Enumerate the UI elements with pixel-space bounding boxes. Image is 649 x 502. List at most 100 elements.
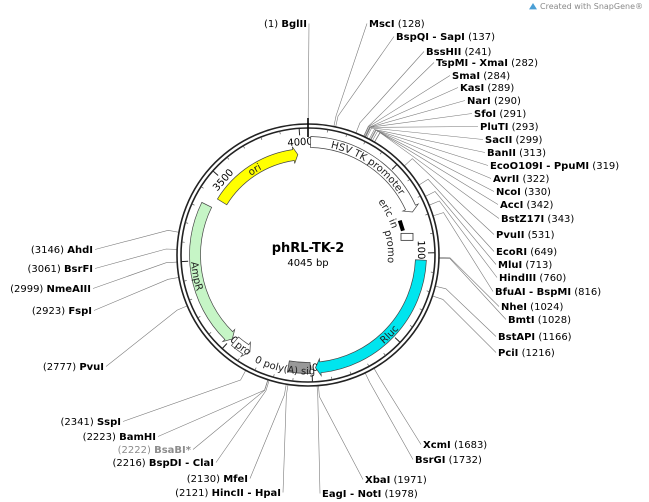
site-label[interactable]: HindIII (760) [499,273,566,284]
site-label[interactable]: NarI (290) [467,96,521,107]
plasmid-length: 4045 bp [287,258,328,269]
tick-label: 2000 [299,362,325,374]
site-position: (2999) [10,284,46,295]
site-leader [429,200,498,278]
site-leader [364,113,473,138]
site-label[interactable]: AvrII (322) [493,174,549,185]
site-label[interactable]: (3146) AhdI [31,245,93,256]
site-name: BstAPI [498,332,535,343]
site-name: BspQI - SapI [396,32,465,43]
site-label[interactable]: (2341) SspI [61,417,121,428]
site-position: (343) [544,214,574,225]
minor-tick [191,203,195,206]
site-position: (2341) [61,417,97,428]
feature-label-text: AmpR promoter [0,0,252,358]
site-label[interactable]: PciI (1216) [498,348,555,359]
site-label[interactable]: XcmI (1683) [423,440,487,451]
site-leader [374,132,500,219]
site-label[interactable]: MscI (128) [369,19,425,30]
feature-chimeric-intron[interactable]: chimeric intron [0,0,405,232]
site-label[interactable]: SmaI (284) [452,71,510,82]
major-tick [394,337,401,343]
site-leader [249,384,287,479]
site-label[interactable]: AccI (342) [500,200,553,211]
feature-rluc[interactable]: Rluc [315,259,427,378]
site-position: (713) [522,260,552,271]
site-name: MluI [498,260,522,271]
feature-ampr-promoter[interactable]: AmpR promoter [0,0,252,358]
site-leader [157,379,269,437]
site-label[interactable]: BfuAI - BspMI (816) [495,287,601,298]
feature-label-text: SV40 poly(A) signal [0,0,315,378]
site-leader [432,295,497,353]
site-position: (2216) [112,458,148,469]
site-label[interactable]: (2130) MfeI [187,474,248,485]
site-position: (2121) [175,488,211,499]
site-label[interactable]: BspQI - SapI (137) [396,32,495,43]
major-tick [391,164,398,170]
minor-tick [273,374,275,378]
tick-label: 1000 [415,240,426,266]
site-label[interactable]: PvuII (531) [496,230,555,241]
site-leader [435,285,497,337]
site-label[interactable]: (2216) BspDI - ClaI [112,458,214,469]
site-label[interactable]: BssHII (241) [426,47,492,58]
minor-tick [425,213,429,216]
site-label[interactable]: EcoO109I - PpuMI (319) [490,161,619,172]
minor-tick [345,133,348,138]
site-name: EcoRI [496,247,527,258]
site-label[interactable]: BstZ17I (343) [501,214,574,225]
site-label[interactable]: MluI (713) [498,260,552,271]
feature-sv40-polya-signal[interactable]: SV40 poly(A) signal [0,0,315,378]
site-name: XbaI [365,475,390,486]
site-label[interactable]: EcoRI (649) [496,247,557,258]
feature-label-text: chimeric intron [0,0,400,230]
site-label[interactable]: TspMI - XmaI (282) [436,58,538,69]
feature-ampr[interactable]: AmpR [188,201,236,343]
site-name: BamHI [119,432,156,443]
site-name: NmeAIII [47,284,91,295]
site-label[interactable]: BstAPI (1166) [498,332,572,343]
site-label[interactable]: BmtI (1028) [508,315,571,326]
site-label[interactable]: BsrGI (1732) [415,455,482,466]
site-label[interactable]: BanII (313) [487,148,546,159]
site-position: (1024) [527,302,564,313]
site-name: SfoI [474,109,496,120]
minor-tick [379,151,383,155]
site-label[interactable]: PluTI (293) [480,122,539,133]
site-position: (289) [484,83,514,94]
site-label[interactable]: SfoI (291) [474,109,526,120]
minor-tick [407,179,411,182]
site-label[interactable]: SacII (299) [485,135,542,146]
site-label[interactable]: (2222) BsaBI* [118,445,192,456]
site-label[interactable]: NcoI (330) [496,187,551,198]
minor-tick [197,316,201,319]
site-label[interactable]: KasI (289) [460,83,514,94]
site-name: XcmI [423,440,451,451]
site-position: (299) [512,135,542,146]
site-name: BanII [487,148,516,159]
site-position: (2223) [83,432,119,443]
snapgene-watermark: Created with SnapGene® [529,2,643,11]
site-label[interactable]: NheI (1024) [501,302,564,313]
site-label[interactable]: (2223) BamHI [83,432,156,443]
site-label[interactable]: EagI - NotI (1978) [322,489,418,500]
site-name: MfeI [223,474,248,485]
site-label[interactable]: (2121) HincII - HpaI [175,488,281,499]
site-position: (649) [527,247,557,258]
site-position: (137) [465,32,495,43]
site-label[interactable]: XbaI (1971) [365,475,427,486]
site-position: (322) [519,174,549,185]
site-leader [355,51,425,134]
feature-hsv-tk-promoter[interactable]: HSV TK promoter [310,136,420,214]
site-label[interactable]: (2777) PvuI [43,362,104,373]
site-leader [438,257,500,307]
site-name: BsrFI [64,264,93,275]
site-leader [418,178,495,252]
site-label[interactable]: (2923) FspI [32,306,92,317]
site-label[interactable]: (2999) NmeAIII [10,284,91,295]
site-name: HincII - HpaI [212,488,281,499]
site-label[interactable]: (3061) BsrFI [28,264,94,275]
minor-tick [279,131,281,135]
site-label[interactable]: (1) BglII [264,19,307,30]
